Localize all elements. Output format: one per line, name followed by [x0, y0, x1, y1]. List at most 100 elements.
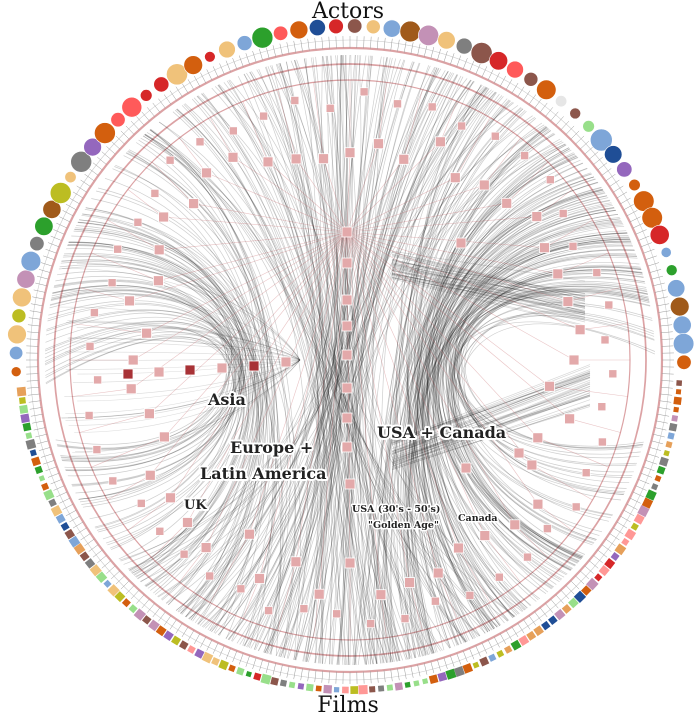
leaf-tick [193, 633, 201, 645]
edge-bundle-curve [329, 71, 449, 665]
leaf-tick [462, 57, 468, 70]
actor-node [183, 55, 203, 75]
edge-bundle-curve [243, 73, 395, 662]
leaf-tick [487, 69, 494, 81]
edge-bundle-curve [175, 61, 413, 611]
edge-bundle-curve [135, 54, 348, 577]
leaf-tick [28, 400, 41, 403]
actor-node [34, 216, 54, 236]
edge-bundle-curve [211, 55, 333, 632]
actor-node [49, 182, 72, 204]
edge-bundle-curve [456, 315, 655, 540]
edge-bundle-curve [271, 65, 324, 664]
edge-bundle-curve [127, 151, 278, 642]
leaf-tick [635, 229, 647, 235]
leaf-tick [286, 42, 290, 55]
actor-node [523, 72, 539, 87]
leaf-tick [175, 86, 183, 97]
edge-bundle-curve [357, 55, 382, 664]
film-node [333, 686, 340, 693]
leaf-tick [238, 55, 244, 67]
leaf-tick [84, 538, 95, 547]
edge-bundle-curve [201, 93, 429, 655]
edge-bundle-curve [44, 327, 240, 500]
edge-bundle-curve [158, 121, 318, 658]
film-node [64, 528, 76, 540]
edge-bundle-curve [434, 210, 616, 576]
edge-bundle-curve [306, 74, 458, 662]
hierarchy-branch [409, 582, 423, 631]
film-node [34, 465, 44, 475]
leaf-tick [462, 650, 468, 663]
edge-bundle-arm [391, 268, 591, 463]
leaf-tick [92, 162, 103, 171]
hierarchy-node [137, 499, 146, 508]
film-node [31, 456, 41, 467]
actor-node [672, 333, 695, 355]
leaf-tick [654, 289, 667, 293]
leaf-tick [307, 38, 310, 51]
edge-bundle-curve [383, 188, 603, 663]
leaf-tick [62, 210, 74, 217]
hierarchy-branch [242, 578, 260, 619]
edge-bundle-arm [391, 258, 591, 465]
hierarchy-branch [346, 231, 550, 387]
hierarchy-branch [277, 561, 297, 631]
edge-bundle-curve [366, 110, 526, 665]
edge-bundle-curve [263, 56, 382, 653]
film-node [568, 597, 579, 609]
edge-bundle-curve [140, 137, 486, 634]
edge-bundle-curve [246, 61, 415, 648]
film-node [50, 505, 63, 517]
hierarchy-branch [544, 219, 593, 248]
film-node [526, 630, 537, 641]
edge-bundle-curve [269, 72, 452, 655]
edge-bundle-curve [178, 70, 446, 613]
film-node [641, 497, 654, 509]
hierarchy-node [188, 198, 200, 210]
film-node [179, 640, 189, 650]
leaf-tick [565, 585, 575, 595]
edge-bundle-curve [419, 92, 518, 616]
leaf-tick [661, 338, 674, 340]
leaf-tick [469, 60, 475, 72]
hierarchy-branch [537, 503, 573, 531]
actor-node [382, 19, 401, 38]
leaf-tick [76, 185, 87, 193]
hierarchy-branch [151, 161, 194, 204]
edge-bundle-arm [391, 266, 591, 443]
film-node [163, 630, 174, 642]
edge-bundle-curve [278, 63, 412, 659]
edge-bundle-curve [373, 200, 611, 665]
leaf-tick [335, 36, 337, 49]
hierarchy-node [200, 542, 212, 553]
edge-bundle-curve [76, 225, 262, 614]
region-label-asia: Asia [207, 390, 246, 409]
hierarchy-node [84, 411, 94, 420]
actor-node [10, 366, 22, 378]
film-node [453, 666, 465, 677]
hierarchy-branch [346, 231, 351, 564]
film-node [187, 645, 196, 654]
leaf-tick [28, 317, 41, 320]
edge-bundle-left [69, 359, 301, 457]
leaf-tick [475, 63, 481, 75]
hierarchy-branch [557, 252, 609, 275]
films-title: Films [317, 693, 379, 714]
actor-node [641, 207, 663, 229]
film-node [19, 404, 29, 414]
leaf-ticks [26, 36, 674, 684]
leaf-tick [225, 648, 231, 660]
edge-bundle-curve [82, 213, 275, 631]
leaf-tick [450, 655, 455, 667]
leaf-tick [72, 191, 84, 199]
leaf-tick [328, 36, 330, 49]
hierarchy-branch [346, 159, 405, 233]
edge-bundle-curve [51, 289, 277, 649]
actor-node [236, 35, 253, 51]
actor-node [582, 120, 595, 133]
hierarchy-node [427, 102, 437, 112]
edge-bundle-curve [416, 182, 599, 640]
edge-bundle-arm [391, 273, 591, 444]
leaf-tick [410, 665, 414, 678]
